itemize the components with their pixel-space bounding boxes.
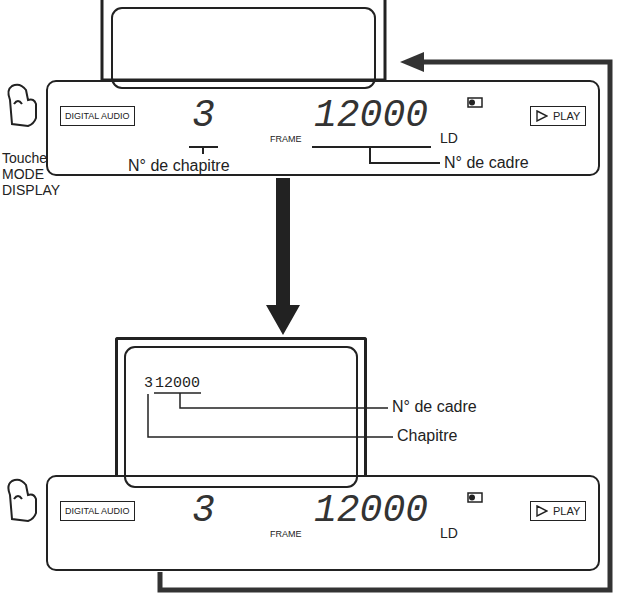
tv-screen-display: 312000 [115, 337, 367, 475]
disc-icon [468, 493, 482, 502]
disc-icon [468, 98, 482, 107]
play-triangle [536, 505, 548, 517]
return-arrow [160, 52, 610, 590]
hand-icon [8, 480, 36, 521]
frame-caption: FRAME [270, 134, 302, 144]
indicator-text: PLAY [553, 505, 580, 518]
callout-label: N° de chapitre [128, 157, 230, 175]
hand-icon [8, 85, 36, 126]
tv-screen [125, 347, 357, 487]
chapter-number: 3 [144, 375, 153, 392]
indicator-text: DIGITAL AUDIO [65, 111, 130, 121]
play-indicator: PLAY [530, 501, 586, 521]
chapter-display: 3 [192, 94, 215, 138]
player-front-panel: 3FRAME 12000LD DIGITAL AUDIO PLAY [46, 475, 600, 571]
indicator-text: PLAY [553, 110, 580, 123]
callout-label: N° de cadre [392, 398, 477, 416]
indicator-text: DIGITAL AUDIO [65, 506, 130, 516]
play-triangle [536, 110, 548, 122]
digital-audio-indicator: DIGITAL AUDIO [60, 106, 135, 126]
digital-audio-indicator: DIGITAL AUDIO [60, 501, 135, 521]
leader-line [148, 393, 393, 437]
ld-indicator: LD [440, 130, 458, 146]
chapter-display: 3 [192, 489, 215, 533]
tv-frame [102, 0, 385, 80]
frame-display: 12000 [314, 94, 428, 138]
frame-display: 12000 [314, 489, 428, 533]
callout-label: N° de cadre [444, 154, 529, 172]
frame-caption: FRAME [270, 529, 302, 539]
button-label: Touche MODE DISPLAY [2, 150, 68, 198]
frame-number: 12000 [155, 375, 200, 392]
callout-label: Chapitre [397, 427, 457, 445]
flow-arrow [266, 178, 300, 335]
play-indicator: PLAY [530, 106, 586, 126]
tv-screen [112, 8, 375, 88]
ld-indicator: LD [440, 525, 458, 541]
